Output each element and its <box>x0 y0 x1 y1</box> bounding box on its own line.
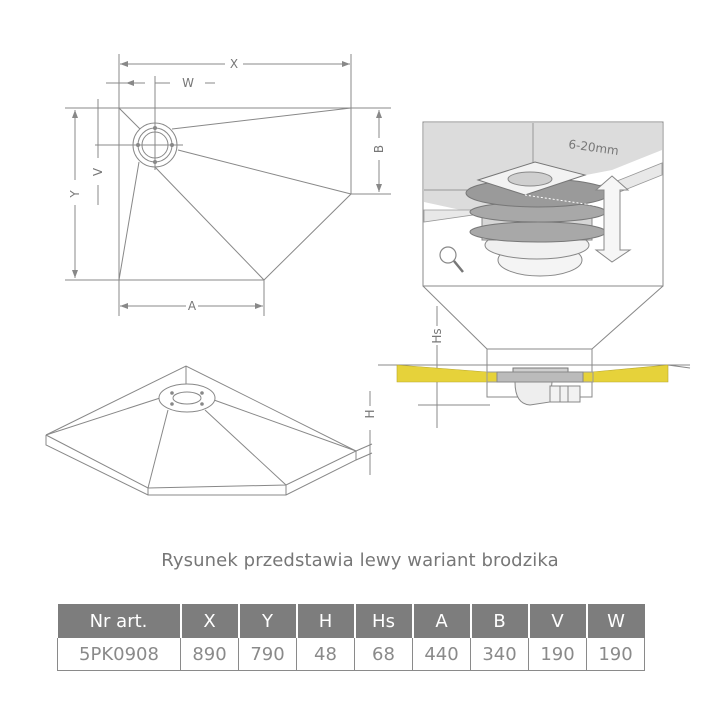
cell-article-number: 5PK0908 <box>57 638 181 671</box>
dim-label-hs: Hs <box>430 328 444 343</box>
cell-a: 440 <box>412 638 471 671</box>
table-row: 5PK0908 890 790 48 68 440 340 190 190 <box>57 638 645 671</box>
header-cell: X <box>179 604 239 638</box>
cell-y: 790 <box>238 638 297 671</box>
dim-label-x: X <box>230 57 238 71</box>
cell-w: 190 <box>586 638 645 671</box>
header-cell: H <box>295 604 355 638</box>
adjustment-range-label: 6-20mm <box>568 137 620 158</box>
header-cell: A <box>411 604 471 638</box>
header-cell: Nr art. <box>57 604 181 638</box>
dim-label-y: Y <box>68 190 82 199</box>
plan-arrowheads <box>72 61 382 309</box>
magnifier-icon <box>453 260 464 273</box>
dim-label-v: V <box>91 167 105 176</box>
cell-x: 890 <box>180 638 239 671</box>
section-view <box>378 285 691 428</box>
header-cell: Y <box>237 604 297 638</box>
isometric-view <box>45 365 373 496</box>
table-header-row: Nr art. X Y H Hs A B V W <box>57 604 645 638</box>
cell-hs: 68 <box>354 638 413 671</box>
cell-h: 48 <box>296 638 355 671</box>
dim-label-w: W <box>182 76 194 90</box>
header-cell: Hs <box>353 604 413 638</box>
figure-caption: Rysunek przedstawia lewy wariant brodzik… <box>161 550 559 571</box>
dim-label-a: A <box>188 299 197 313</box>
cell-b: 340 <box>470 638 529 671</box>
header-cell: V <box>527 604 587 638</box>
dim-label-b: B <box>372 145 386 153</box>
plan-view <box>65 54 391 316</box>
header-cell: B <box>469 604 529 638</box>
cell-v: 190 <box>528 638 587 671</box>
dim-label-h: H <box>363 409 377 418</box>
spec-table: Nr art. X Y H Hs A B V W 5PK0908 890 790… <box>57 604 645 671</box>
drain-detail-view <box>422 121 664 287</box>
header-cell: W <box>585 604 645 638</box>
